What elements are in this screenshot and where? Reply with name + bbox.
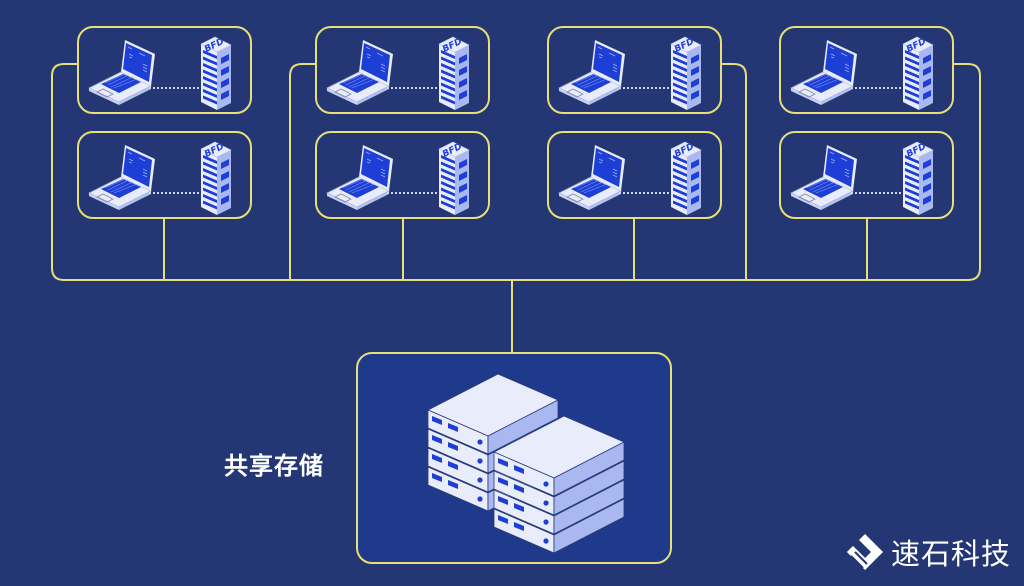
brand-logo: 速石科技: [843, 531, 1011, 573]
node-box-g2-2: BFD: [315, 131, 490, 219]
laptop-icon: [558, 145, 625, 210]
server-tower-icon: BFD: [200, 141, 232, 215]
storage-unit-front: [493, 479, 625, 535]
laptop-icon: [558, 40, 625, 105]
server-tower-icon: BFD: [902, 36, 934, 110]
storage-unit-back: [427, 373, 559, 455]
storage-unit-front: [493, 460, 625, 516]
group-3-bracket: [721, 63, 747, 280]
laptop-icon: [326, 40, 393, 105]
laptop-icon: [790, 40, 857, 105]
node-box-g3-2: BFD: [547, 131, 722, 219]
storage-unit-front: [493, 498, 625, 554]
laptop-icon: [88, 145, 155, 210]
group-4-bracket: [954, 63, 981, 281]
node-box-g1-2: BFD: [77, 131, 252, 219]
node-box-g1-1: BFD: [77, 26, 252, 114]
shared-storage-box: [356, 352, 672, 564]
server-tower-icon: BFD: [902, 141, 934, 215]
brand-name: 速石科技: [891, 537, 1012, 571]
storage-server-stack-icon: [427, 373, 625, 554]
node-box-g4-2: BFD: [779, 131, 954, 219]
server-tower-icon: BFD: [438, 36, 470, 110]
node-box-g4-1: BFD: [779, 26, 954, 114]
server-tower-icon: BFD: [438, 141, 470, 215]
laptop-icon: [88, 40, 155, 105]
server-tower-icon: BFD: [200, 36, 232, 110]
laptop-icon: [790, 145, 857, 210]
node-box-g3-1: BFD: [547, 26, 722, 114]
storage-unit-front: [493, 415, 625, 497]
server-tower-icon: BFD: [670, 36, 702, 110]
fastone-logo-icon: [847, 534, 883, 570]
server-tower-icon: BFD: [670, 141, 702, 215]
group-1-bracket: [51, 63, 77, 281]
shared-storage-label: 共享存储: [224, 452, 324, 480]
node-box-g2-1: BFD: [315, 26, 490, 114]
group-2-bracket: [289, 63, 315, 280]
laptop-icon: [326, 145, 393, 210]
